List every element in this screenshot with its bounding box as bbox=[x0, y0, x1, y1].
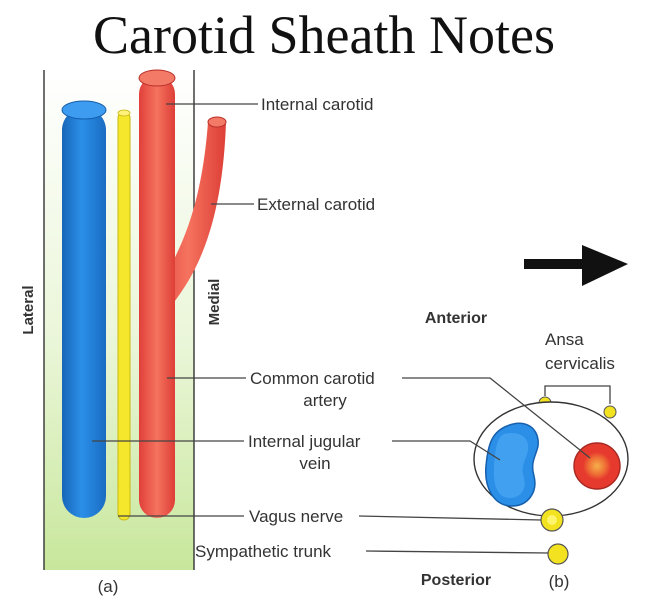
label-sympathetic-trunk: Sympathetic trunk bbox=[195, 542, 332, 561]
connector-internal-jugular bbox=[392, 440, 501, 461]
ansa-cervicalis-dot-right bbox=[603, 405, 617, 419]
label-internal-jugular-line1: Internal jugular bbox=[248, 432, 361, 451]
connector-vagus-nerve bbox=[358, 515, 542, 521]
ansa-cervicalis-bracket bbox=[544, 385, 611, 404]
sympathetic-trunk-cross-section bbox=[547, 543, 569, 565]
common-carotid-artery bbox=[138, 69, 176, 518]
connector-common-carotid bbox=[402, 377, 591, 459]
caption-a: (a) bbox=[98, 577, 119, 596]
ansa-cervicalis-line1: Ansa bbox=[545, 330, 584, 349]
vein-inner-highlight bbox=[493, 432, 529, 498]
ansa-cervicalis-line2: cervicalis bbox=[545, 354, 615, 373]
lateral-label: Lateral bbox=[20, 285, 37, 334]
label-internal-jugular-line2: vein bbox=[299, 454, 330, 473]
anterior-label: Anterior bbox=[425, 310, 487, 327]
label-external-carotid: External carotid bbox=[257, 195, 375, 214]
external-carotid-artery bbox=[150, 116, 227, 310]
posterior-label: Posterior bbox=[421, 572, 491, 589]
vagus-cross-section-core bbox=[547, 515, 557, 525]
internal-jugular-vein bbox=[61, 100, 107, 518]
artery-cross-section-inner bbox=[583, 452, 611, 480]
panel-a: Lateral Medial Internal carotid External… bbox=[20, 69, 375, 596]
page-title: Carotid Sheath Notes bbox=[93, 5, 555, 65]
label-common-carotid-line1: Common carotid bbox=[250, 369, 375, 388]
arrow-right-icon bbox=[524, 245, 628, 286]
label-common-carotid-line2: artery bbox=[303, 391, 347, 410]
label-vagus-nerve: Vagus nerve bbox=[249, 507, 343, 526]
caption-b: (b) bbox=[549, 572, 570, 591]
connector-sympathetic-trunk bbox=[365, 550, 549, 554]
medial-label: Medial bbox=[206, 279, 223, 326]
label-internal-carotid: Internal carotid bbox=[261, 95, 373, 114]
vagus-nerve bbox=[117, 109, 131, 521]
panel-b: Anterior Ansa cervicalis Posterior (b) bbox=[358, 310, 629, 591]
